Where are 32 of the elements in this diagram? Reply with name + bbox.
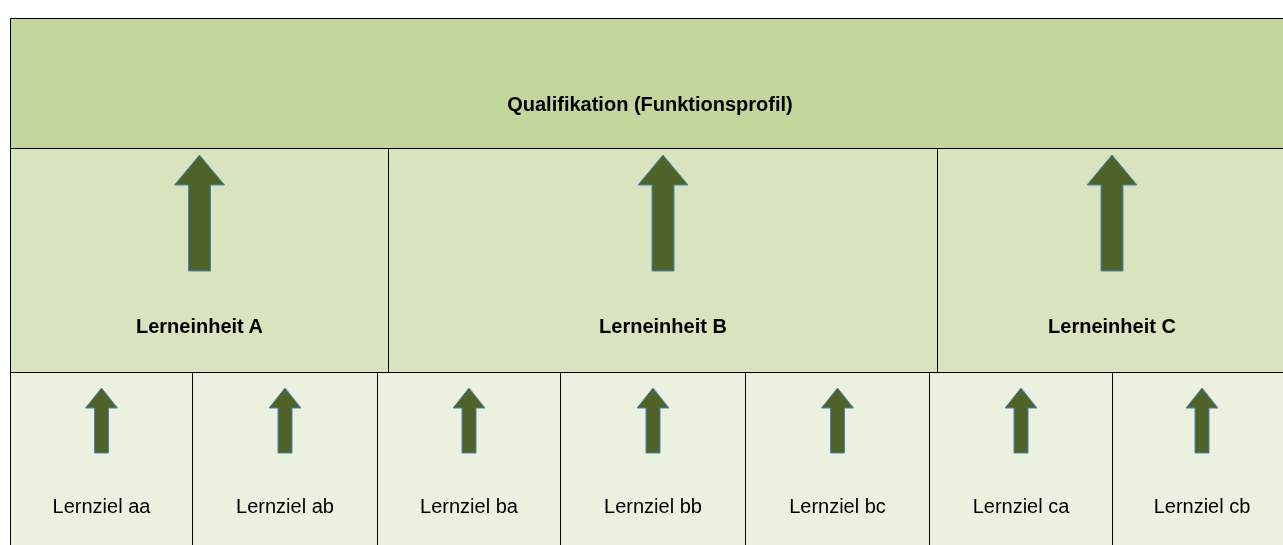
objective-label: Lernziel cb (1152, 494, 1252, 518)
block-arrow (268, 387, 302, 454)
block-arrow (174, 154, 225, 272)
unit-label: Lerneinheit C (1047, 314, 1177, 338)
block-arrow (636, 387, 670, 454)
block-arrow (821, 387, 854, 454)
block-arrow (1004, 387, 1038, 454)
objective-cell (560, 372, 746, 545)
unit-cell (388, 148, 938, 373)
block-arrow (452, 387, 486, 454)
unit-cell (937, 148, 1283, 373)
unit-cell (10, 148, 389, 373)
objective-cell (10, 372, 193, 545)
heading-band (10, 18, 1283, 149)
block-arrow (1086, 154, 1138, 272)
objective-cell (377, 372, 561, 545)
objective-label: Lernziel aa (51, 494, 152, 518)
block-arrow (637, 154, 689, 272)
objective-label: Lernziel ab (235, 494, 335, 518)
objective-cell (745, 372, 930, 545)
block-arrow (1185, 387, 1219, 454)
unit-label: Lerneinheit B (598, 314, 728, 338)
unit-label: Lerneinheit A (134, 314, 265, 338)
block-arrow (85, 387, 118, 454)
objective-cell (1112, 372, 1283, 545)
objective-label: Lernziel ca (971, 494, 1071, 518)
objective-cell (929, 372, 1113, 545)
objective-label: Lernziel ba (419, 494, 519, 518)
objective-label: Lernziel bb (603, 494, 703, 518)
heading-text: Qualifikation (Funktionsprofil) (506, 92, 794, 116)
objective-label: Lernziel bc (788, 494, 887, 518)
objective-cell (192, 372, 378, 545)
